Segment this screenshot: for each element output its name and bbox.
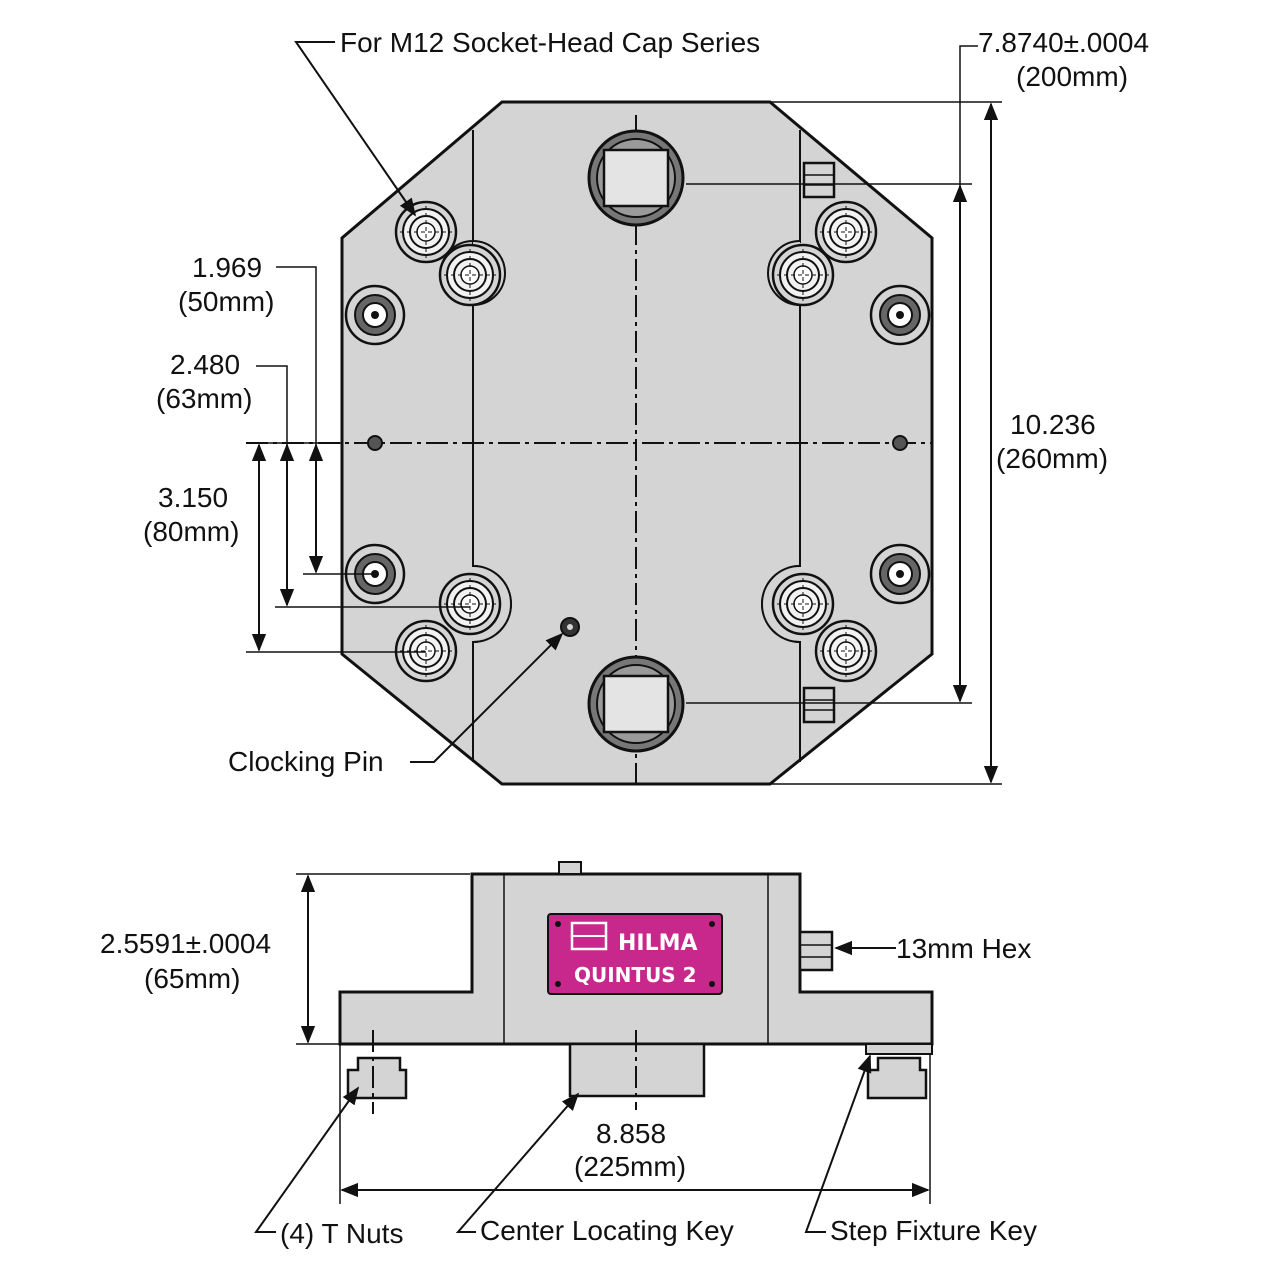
side-height-dim-mm: (65mm)	[144, 963, 240, 994]
cap-screw	[394, 619, 458, 683]
dim-b: 2.480	[170, 349, 240, 380]
top-pin	[558, 861, 582, 875]
bottom-locating-pocket	[587, 655, 685, 753]
dim-c: 3.150	[158, 482, 228, 513]
datum-hole	[367, 435, 383, 451]
cap-screw	[394, 200, 458, 264]
upper-step-key	[802, 161, 836, 199]
cap-screw	[438, 572, 502, 636]
top-view: For M12 Socket-Head Cap Series 7.8740±.0…	[143, 27, 1149, 786]
plate-brand: HILMA	[618, 931, 698, 956]
cap-screw	[438, 243, 502, 307]
side-height-dim: 2.5591±.0004	[100, 928, 271, 959]
name-plate: HILMA QUINTUS 2	[547, 913, 723, 995]
clamp-bolt	[869, 284, 931, 346]
center-key-label: Center Locating Key	[480, 1215, 734, 1246]
length-dim-mm: (225mm)	[574, 1151, 686, 1182]
width-dim: 7.8740±.0004	[978, 27, 1149, 58]
height-dim-mm: (260mm)	[996, 443, 1108, 474]
t-nut-right	[866, 1056, 928, 1100]
cap-screw	[771, 243, 835, 307]
dim-b-mm: (63mm)	[156, 383, 252, 414]
datum-hole	[892, 435, 908, 451]
dim-c-mm: (80mm)	[143, 516, 239, 547]
length-dim: 8.858	[596, 1118, 666, 1149]
hex-nut	[798, 930, 834, 972]
cap-screw	[814, 619, 878, 683]
clamp-bolt	[344, 284, 406, 346]
width-dim-mm: (200mm)	[1016, 61, 1128, 92]
clamp-bolt	[869, 543, 931, 605]
clocking-pin-label: Clocking Pin	[228, 746, 384, 777]
height-dim: 10.236	[1010, 409, 1096, 440]
cap-screw	[771, 572, 835, 636]
step-key-label: Step Fixture Key	[830, 1215, 1037, 1246]
dim-a: 1.969	[192, 252, 262, 283]
side-view: HILMA QUINTUS 2 2.5591±.0004 (65mm) 13mm…	[100, 861, 1037, 1249]
t-nut-left	[346, 1056, 408, 1100]
hex-label: 13mm Hex	[896, 933, 1031, 964]
plate-model: QUINTUS 2	[574, 963, 697, 987]
dim-a-mm: (50mm)	[178, 286, 274, 317]
lower-step-key	[802, 686, 836, 724]
top-locating-pocket	[587, 129, 685, 227]
t-nuts-label: (4) T Nuts	[280, 1218, 403, 1249]
screw-note: For M12 Socket-Head Cap Series	[340, 27, 760, 58]
step-fixture-key	[865, 1043, 933, 1055]
